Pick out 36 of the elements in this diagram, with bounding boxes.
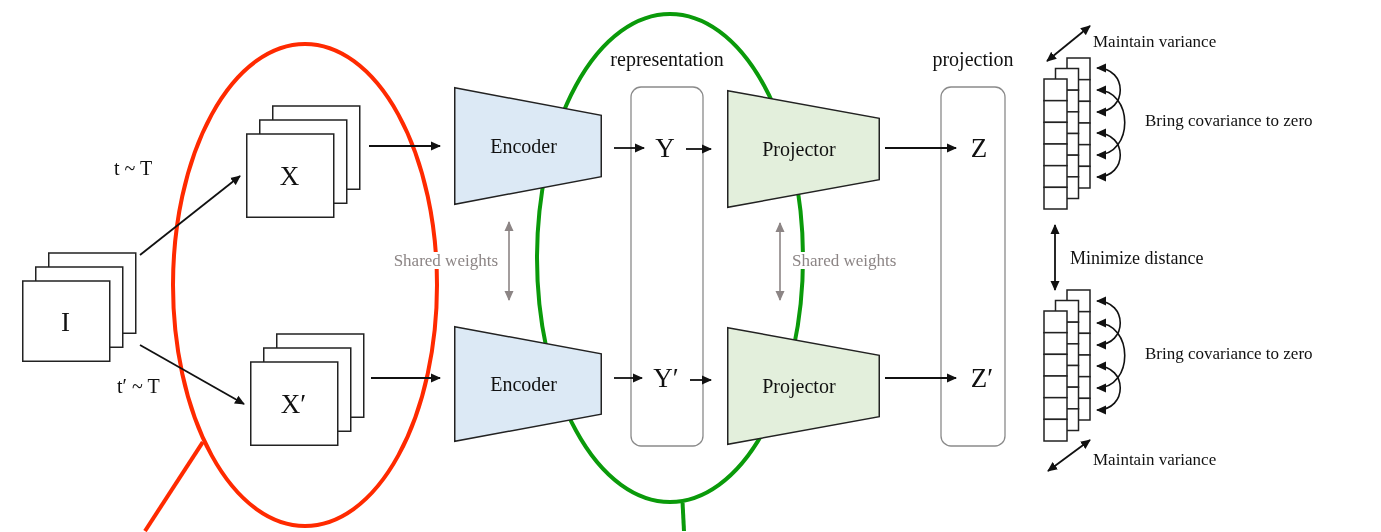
block-label: Encoder	[490, 374, 557, 394]
annotation-text: Bring covariance to zero	[1145, 112, 1313, 129]
annotation-text: Maintain variance	[1093, 33, 1217, 50]
annotation-text: Bring covariance to zero	[1145, 345, 1313, 362]
variable-label: X′	[280, 390, 307, 418]
arrow	[685, 144, 712, 154]
double-arrow	[504, 221, 514, 301]
annotation-text: Maintain variance	[1093, 451, 1217, 468]
variable-label: X	[279, 162, 300, 190]
arrow	[884, 143, 957, 153]
edge-label: Shared weights	[791, 252, 898, 269]
variable-label: Y	[655, 134, 675, 162]
edge-label: Shared weights	[392, 252, 499, 269]
arrow	[368, 141, 441, 151]
block-label: Encoder	[490, 136, 557, 156]
variable-label: Z′	[970, 364, 994, 392]
edge-label: t ~ T	[113, 158, 154, 178]
variable-label: Y′	[653, 364, 679, 392]
variable-label: I	[61, 308, 70, 335]
panel-heading: projection	[932, 49, 1014, 69]
arrow	[884, 373, 957, 383]
arrow	[370, 373, 441, 383]
panel-heading: representation	[610, 49, 724, 69]
arrow	[613, 143, 645, 153]
callout-line	[143, 441, 205, 532]
double-arrow	[1050, 224, 1060, 291]
edge-label: Minimize distance	[1069, 249, 1205, 267]
arrow	[613, 373, 643, 383]
edge-label: t′ ~ T	[116, 376, 161, 396]
arrow	[689, 375, 712, 385]
arrow	[139, 175, 241, 256]
double-arrow	[775, 222, 785, 301]
callout-line	[680, 502, 686, 532]
block-label: Projector	[762, 139, 836, 159]
block-label: Projector	[762, 376, 836, 396]
variable-label: Z	[970, 134, 988, 162]
